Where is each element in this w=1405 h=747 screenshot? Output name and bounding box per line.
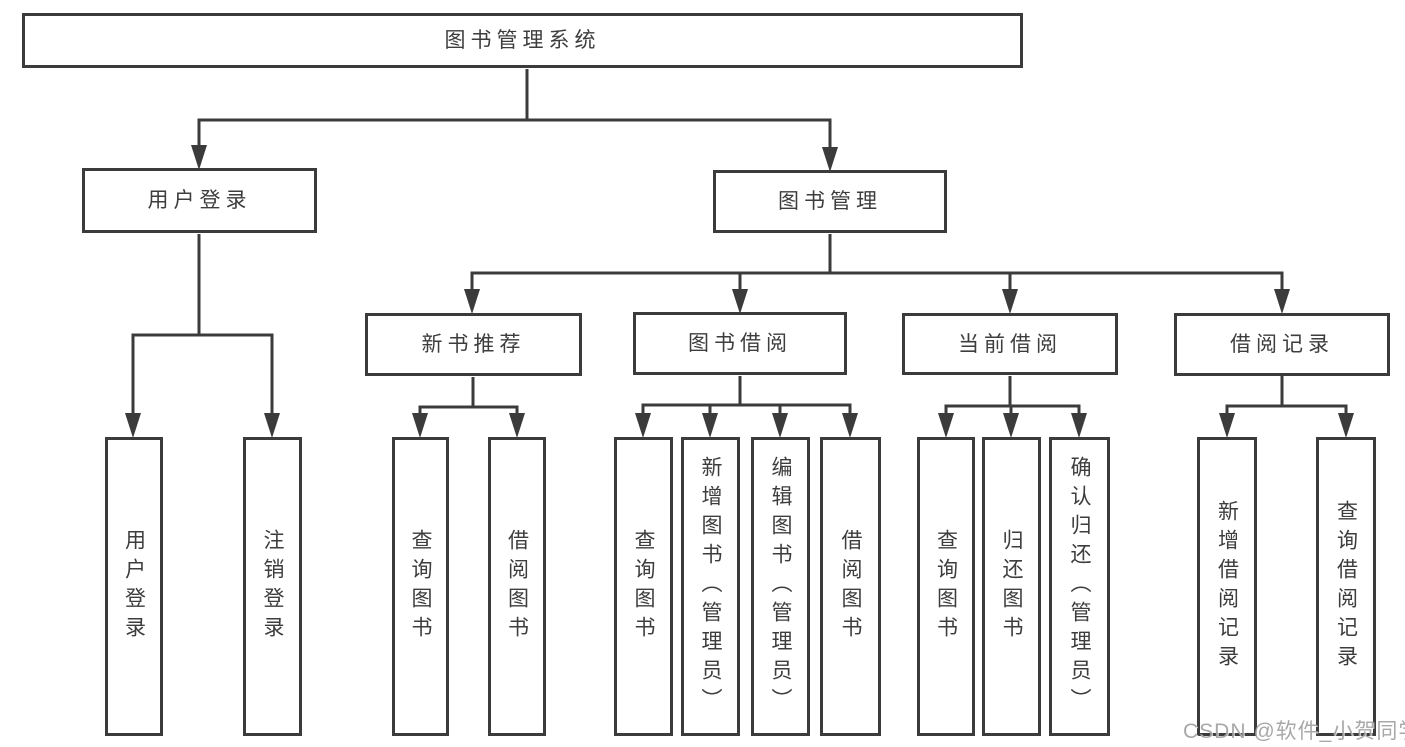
leaf-add-borrowing-record: 新增借阅记录: [1197, 437, 1257, 736]
leaf-return-books: 归还图书: [982, 437, 1041, 736]
leaf-borrow-books-newrec: 借阅图书: [488, 437, 546, 736]
leaf-query-books-borrowing: 查询图书: [614, 437, 673, 736]
arrowhead-icon: [635, 413, 651, 438]
connector-user-login-branch: [131, 234, 274, 416]
arrowhead-icon: [125, 413, 141, 438]
leaf-query-borrowing-record: 查询借阅记录: [1316, 437, 1376, 736]
leaf-add-book-admin: 新增图书（管理员）: [681, 437, 740, 736]
node-current-borrowing: 当前借阅: [902, 313, 1118, 375]
arrowhead-icon: [191, 145, 207, 170]
leaf-query-books-newrec: 查询图书: [392, 437, 449, 736]
csdn-watermark: CSDN @软件_小贺同学: [1183, 720, 1405, 743]
connector-book-borrowing-branch: [641, 376, 852, 416]
arrowhead-icon: [1003, 413, 1019, 438]
arrowhead-icon: [822, 147, 838, 172]
arrowhead-icon: [1274, 289, 1290, 314]
node-root-book-management-system: 图书管理系统: [22, 13, 1023, 68]
arrowhead-icon: [264, 413, 280, 438]
arrowhead-icon: [1338, 413, 1354, 438]
arrowhead-icon: [938, 413, 954, 438]
leaf-borrow-books-borrowing: 借阅图书: [820, 437, 881, 736]
connector-new-book-branch: [418, 377, 519, 416]
arrowhead-icon: [464, 289, 480, 314]
node-book-management: 图书管理: [713, 170, 947, 233]
leaf-edit-book-admin: 编辑图书（管理员）: [751, 437, 810, 736]
node-user-login: 用户登录: [82, 168, 317, 233]
node-new-book-recommendation: 新书推荐: [365, 313, 582, 376]
arrowhead-icon: [412, 413, 428, 438]
arrowhead-icon: [1071, 413, 1087, 438]
leaf-logout: 注销登录: [243, 437, 302, 736]
arrowhead-icon: [842, 413, 858, 438]
arrowhead-icon: [1219, 413, 1235, 438]
arrowhead-icon: [732, 289, 748, 314]
connector-book-management-branch: [470, 234, 1284, 292]
node-borrowing-records: 借阅记录: [1174, 313, 1390, 376]
node-book-borrowing: 图书借阅: [633, 312, 847, 375]
connector-current-borrowing-branch: [944, 376, 1081, 416]
leaf-user-login: 用户登录: [105, 437, 163, 736]
leaf-query-books-current: 查询图书: [917, 437, 975, 736]
arrowhead-icon: [1002, 289, 1018, 314]
leaf-confirm-return-admin: 确认归还（管理员）: [1049, 437, 1110, 736]
arrowhead-icon: [702, 413, 718, 438]
connector-root-to-level2: [197, 69, 832, 150]
arrowhead-icon: [772, 413, 788, 438]
arrowhead-icon: [509, 413, 525, 438]
connector-borrowing-records-branch: [1225, 376, 1348, 416]
